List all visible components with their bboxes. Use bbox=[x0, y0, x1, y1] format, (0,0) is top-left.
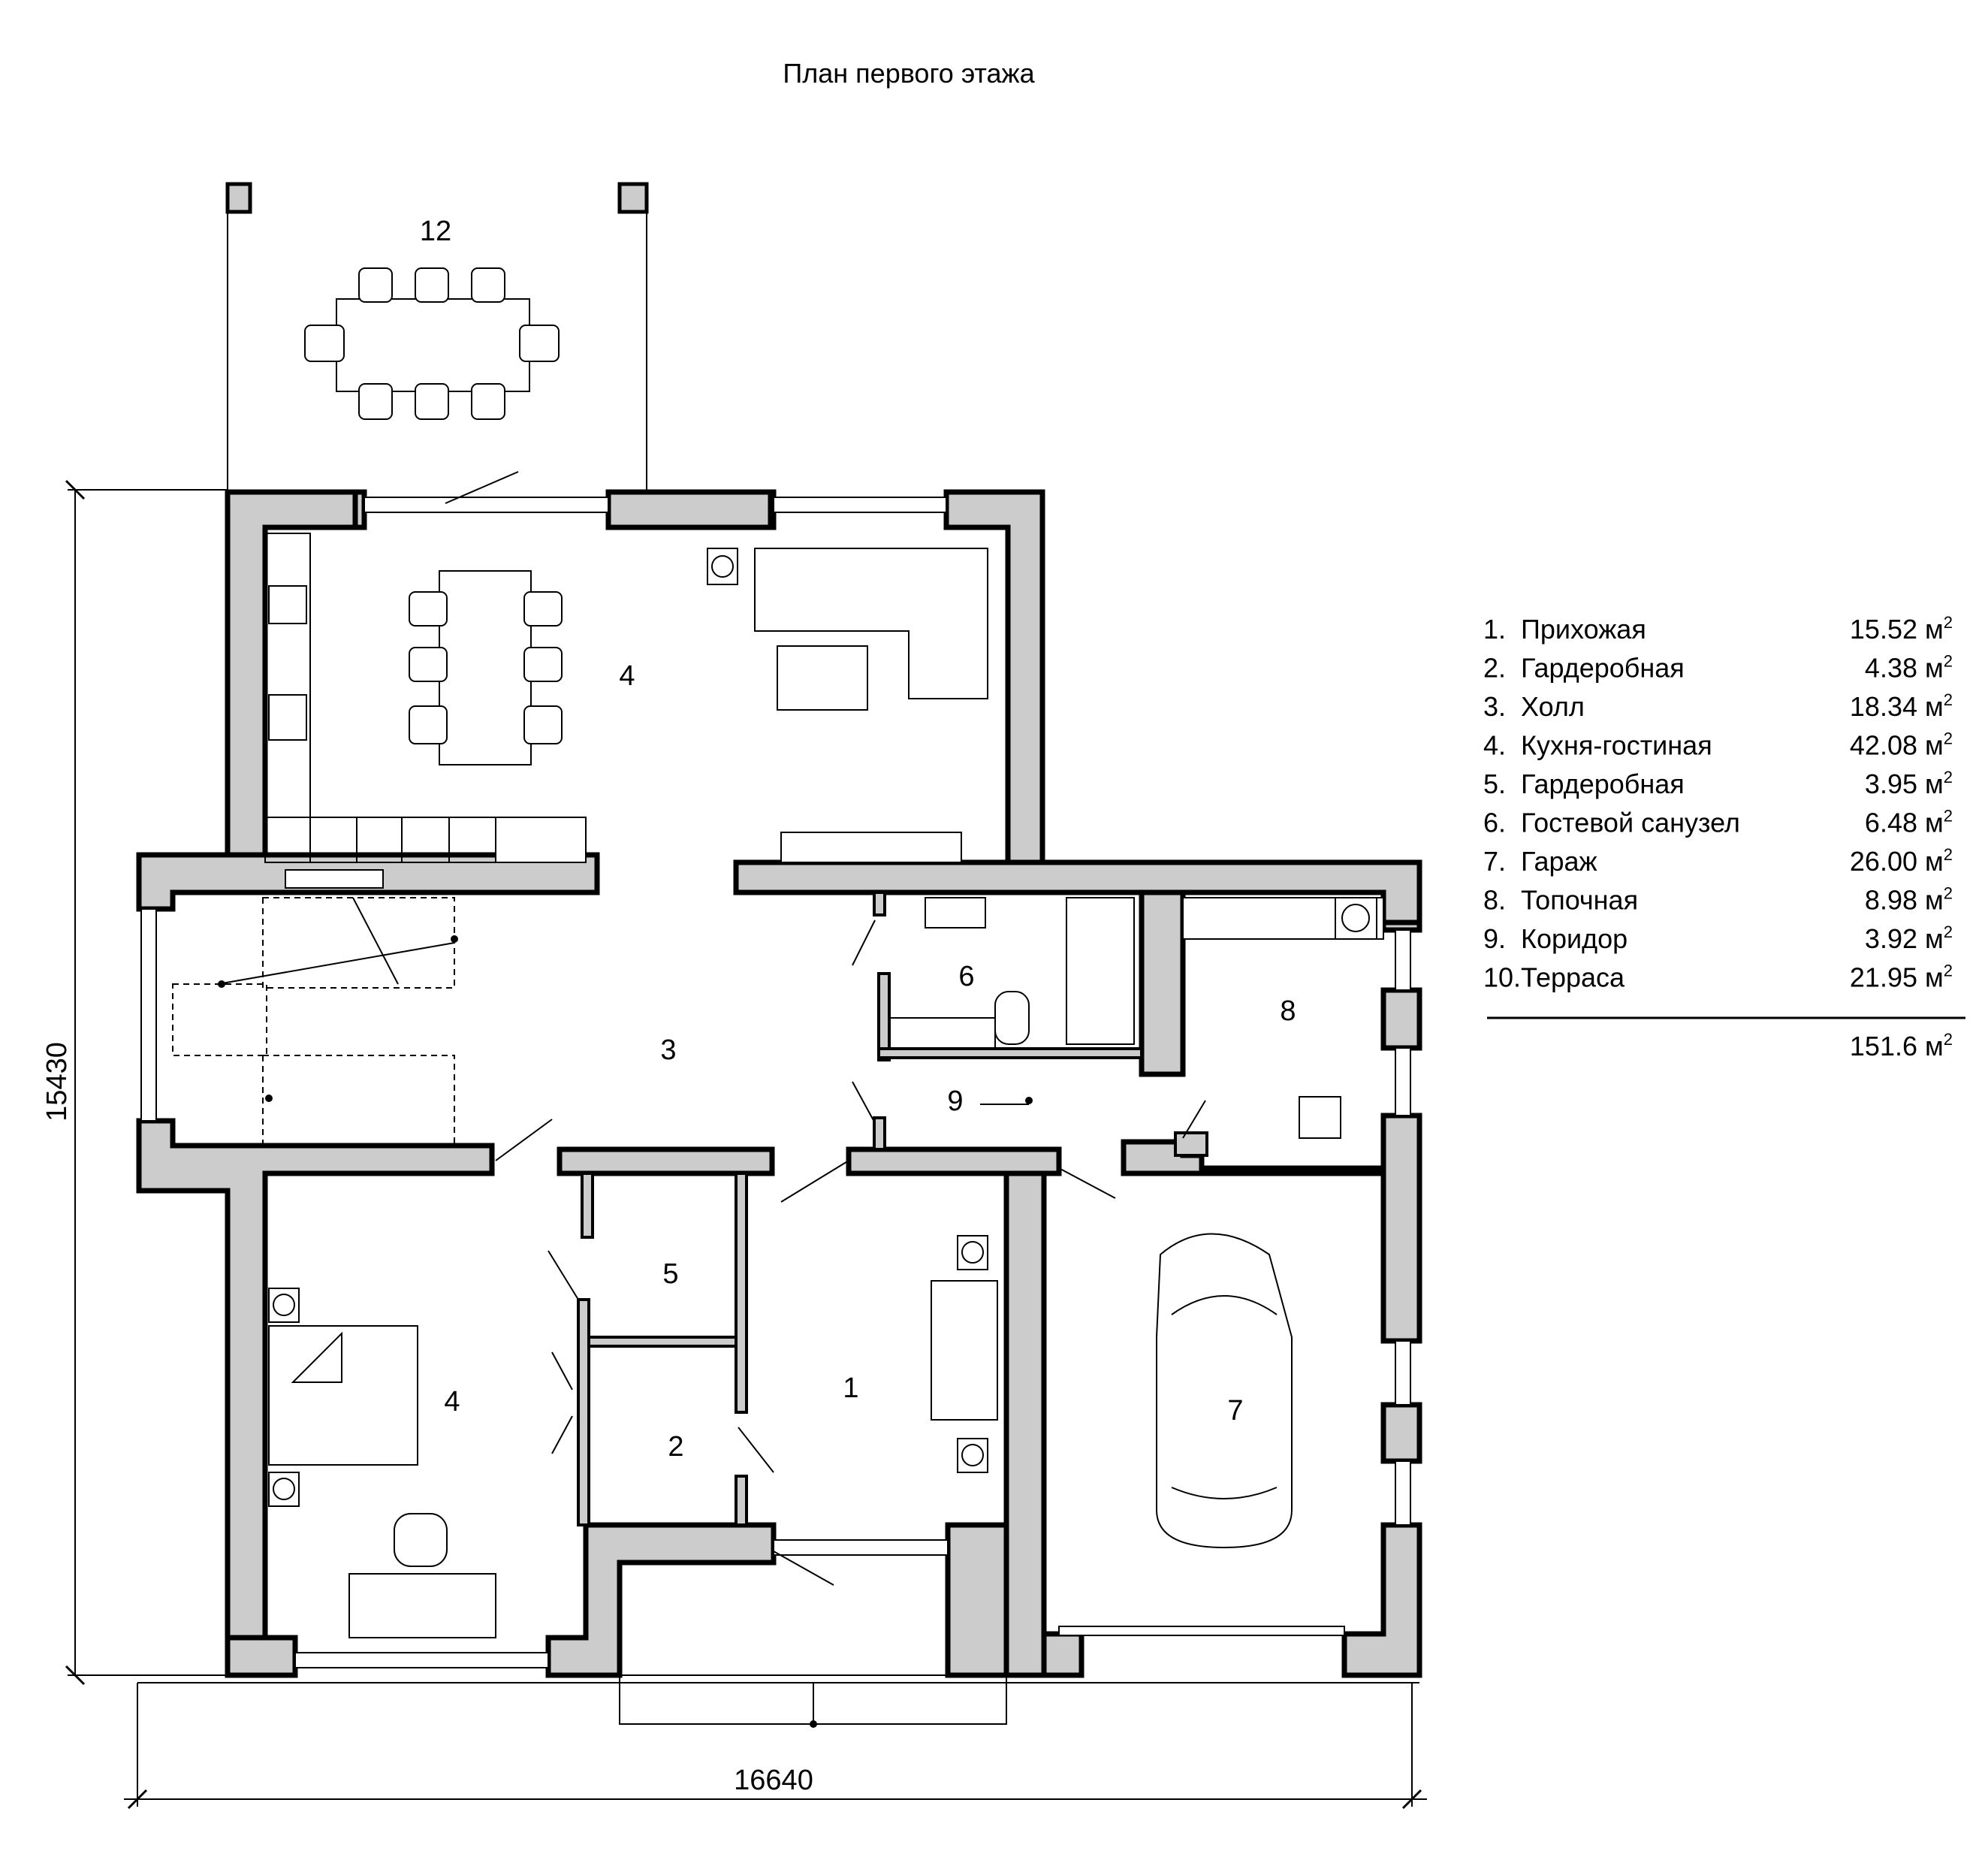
legend-item-area-value: 4.38 м bbox=[1865, 653, 1944, 684]
legend-item-number: 9. bbox=[1483, 923, 1506, 954]
legend-item-number: 5. bbox=[1483, 768, 1506, 799]
legend-item-area-value: 3.95 м bbox=[1865, 768, 1944, 799]
legend-item-name: Холл bbox=[1521, 691, 1585, 722]
dimension-width: 16640 bbox=[734, 1765, 813, 1796]
door-swings bbox=[445, 471, 1206, 1586]
terrace-post-left bbox=[225, 182, 252, 214]
legend-item-name: Гардеробная bbox=[1521, 768, 1685, 799]
legend-item-area-value: 26.00 м bbox=[1850, 846, 1944, 877]
legend-total: 151.6 м2 bbox=[1850, 1030, 1953, 1061]
legend-item-number: 1. bbox=[1483, 614, 1506, 645]
legend-item-area: 4.38 м2 bbox=[1865, 652, 1953, 684]
legend-item-name: Терраса bbox=[1521, 962, 1625, 993]
legend-item-area-value: 6.48 м bbox=[1865, 808, 1944, 838]
legend-item-area: 18.34 м2 bbox=[1850, 690, 1953, 722]
bathroom-fixtures bbox=[889, 897, 1135, 1105]
legend-item-area-sup: 2 bbox=[1944, 729, 1953, 748]
bedroom-furniture bbox=[268, 1288, 496, 1638]
legend-item-area-value: 3.92 м bbox=[1865, 923, 1944, 954]
room-label-bedroom: 4 bbox=[444, 1386, 460, 1418]
legend-item-name: Прихожая bbox=[1521, 614, 1646, 645]
legend-item-area: 3.95 м2 bbox=[1865, 768, 1953, 799]
entry-furniture bbox=[931, 1235, 998, 1473]
legend-item-area-sup: 2 bbox=[1944, 613, 1953, 632]
legend-item-number: 2. bbox=[1483, 653, 1506, 684]
dimension-lines bbox=[65, 479, 1427, 1810]
legend-item-area-sup: 2 bbox=[1944, 845, 1953, 864]
legend-item-area-value: 21.95 м bbox=[1850, 962, 1944, 993]
windows bbox=[140, 497, 1411, 1668]
legend-item-number: 6. bbox=[1483, 808, 1506, 838]
legend-item-number: 4. bbox=[1483, 730, 1506, 761]
legend-item-area-value: 8.98 м bbox=[1865, 885, 1944, 916]
dimension-height: 15430 bbox=[41, 1042, 73, 1122]
plan-title: План первого этажа bbox=[783, 58, 1035, 89]
walls bbox=[136, 489, 1422, 1678]
legend-item-area: 42.08 м2 bbox=[1850, 729, 1953, 761]
terrace-post-right bbox=[617, 182, 649, 214]
legend-item-area-value: 18.34 м bbox=[1850, 691, 1944, 722]
room-labels: 12 4 3 6 9 8 5 4 2 1 7 bbox=[420, 216, 1296, 1463]
legend-item-number: 7. bbox=[1483, 846, 1506, 877]
staircase bbox=[172, 897, 458, 1146]
room-label-corridor: 9 bbox=[947, 1086, 963, 1117]
legend-item-area-sup: 2 bbox=[1944, 962, 1953, 980]
legend-item-name: Гардеробная bbox=[1521, 653, 1685, 684]
garage-car bbox=[1156, 1233, 1293, 1549]
dining-table-outdoor bbox=[304, 267, 560, 420]
legend-item-area: 21.95 м2 bbox=[1850, 962, 1953, 993]
legend-item-number: 3. bbox=[1483, 691, 1506, 722]
boiler-fixtures bbox=[1182, 897, 1384, 1139]
legend-item-area-sup: 2 bbox=[1944, 768, 1953, 787]
legend-item-name: Кухня-гостиная bbox=[1521, 730, 1712, 761]
legend-item-area: 26.00 м2 bbox=[1850, 845, 1953, 877]
legend-item-area-sup: 2 bbox=[1944, 690, 1953, 709]
legend-item-name: Гараж bbox=[1521, 846, 1597, 877]
legend-item-name: Коридор bbox=[1521, 923, 1628, 954]
legend-total-sup: 2 bbox=[1944, 1030, 1953, 1049]
legend-item-number: 10. bbox=[1483, 962, 1521, 993]
terrace bbox=[225, 182, 649, 490]
legend-item-number: 8. bbox=[1483, 885, 1506, 916]
legend-item-name: Гостевой санузел bbox=[1521, 808, 1740, 838]
room-label-garage: 7 bbox=[1227, 1395, 1243, 1427]
legend-item-area-sup: 2 bbox=[1944, 884, 1953, 903]
legend-item-area-value: 42.08 м bbox=[1850, 730, 1944, 761]
room-label-entrance: 1 bbox=[843, 1372, 858, 1404]
room-label-terrace: 12 bbox=[420, 216, 451, 247]
legend-total-value: 151.6 м bbox=[1850, 1031, 1944, 1061]
legend-item-area: 6.48 м2 bbox=[1865, 807, 1953, 838]
legend-item-area: 8.98 м2 bbox=[1865, 884, 1953, 916]
room-label-guest-bathroom: 6 bbox=[958, 961, 974, 992]
legend-item-area-value: 15.52 м bbox=[1850, 614, 1944, 645]
room-label-boiler-room: 8 bbox=[1280, 995, 1296, 1027]
room-label-hall: 3 bbox=[660, 1034, 676, 1066]
legend-item-area: 3.92 м2 bbox=[1865, 922, 1953, 954]
kitchen-furniture bbox=[264, 533, 988, 889]
legend-item-name: Топочная bbox=[1521, 885, 1638, 916]
legend-item-area-sup: 2 bbox=[1944, 807, 1953, 826]
room-label-wardrobe-2: 2 bbox=[668, 1431, 683, 1463]
partitions bbox=[577, 891, 1208, 1526]
legend-item-area-sup: 2 bbox=[1944, 922, 1953, 941]
entrance-porch bbox=[619, 1674, 1007, 1728]
legend-item-area-sup: 2 bbox=[1944, 652, 1953, 671]
room-label-kitchen-living: 4 bbox=[619, 660, 635, 692]
room-label-wardrobe-5: 5 bbox=[662, 1258, 678, 1290]
legend-item-area: 15.52 м2 bbox=[1850, 613, 1953, 645]
